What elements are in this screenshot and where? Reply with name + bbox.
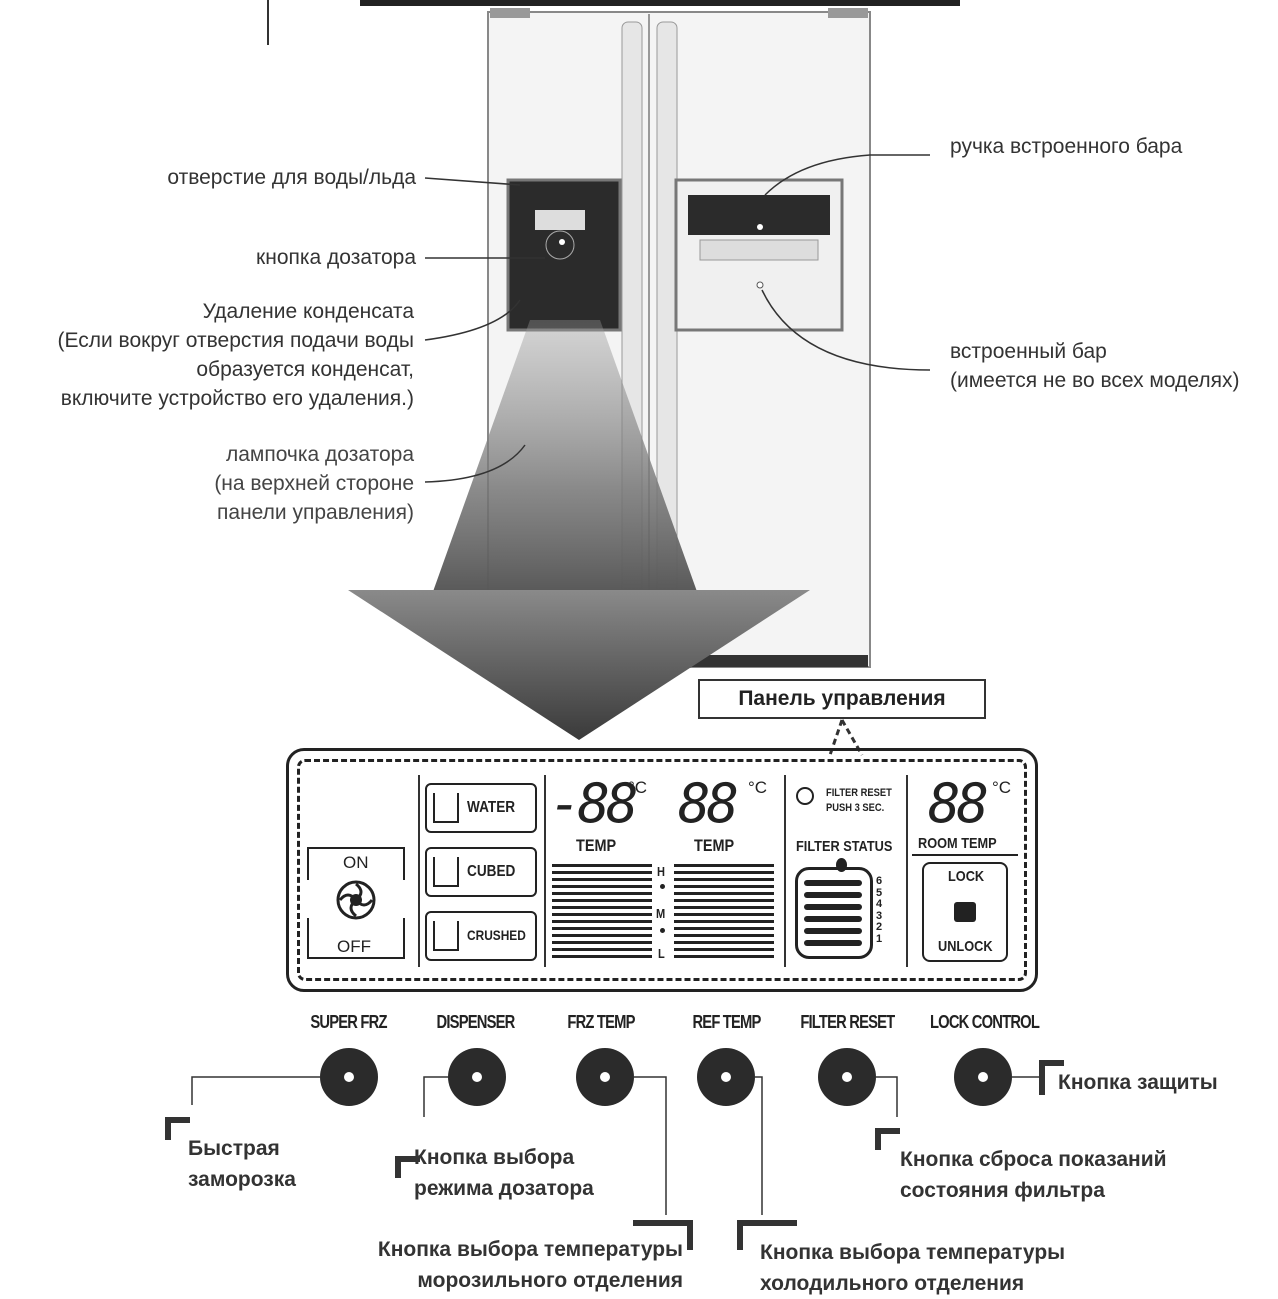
- lock-indicator: [922, 862, 1008, 962]
- lock-control-button[interactable]: [954, 1048, 1012, 1106]
- caption-super-frz: Быстрая заморозка: [188, 1137, 296, 1191]
- level-bar: [552, 892, 652, 895]
- on-label: ON: [343, 853, 369, 872]
- filter-level-numbers: 6 5 4 3 2 1: [876, 875, 883, 945]
- off-label: OFF: [337, 937, 371, 956]
- filter-status-label: FILTER STATUS: [796, 838, 893, 855]
- level-bar: [674, 899, 774, 902]
- room-deg: °C: [992, 778, 1012, 797]
- lock-label: LOCK: [948, 868, 985, 885]
- filter-reset-button-label: FILTER RESET: [800, 1012, 895, 1032]
- filter-reset-icon: [796, 787, 814, 805]
- level-bar: [552, 871, 652, 874]
- level-bar: [552, 899, 652, 902]
- level-bar: [674, 878, 774, 881]
- level-bar: [674, 927, 774, 930]
- level-bar: [674, 892, 774, 895]
- dispenser-button-label: DISPENSER: [436, 1012, 516, 1032]
- freezer-temp-label: TEMP: [576, 836, 617, 855]
- level-h: H: [657, 864, 665, 879]
- push-3-sec-text: PUSH 3 SEC.: [826, 802, 885, 814]
- water-drop-icon: [836, 858, 847, 872]
- level-bar: [674, 941, 774, 944]
- level-bar: [674, 864, 774, 867]
- filter-status-gauge: [795, 867, 873, 959]
- fridge-temp-label: TEMP: [694, 836, 735, 855]
- level-bar: [552, 913, 652, 916]
- filter-reset-button[interactable]: [818, 1048, 876, 1106]
- caption-filter-reset: Кнопка сброса показаний состояния фильтр…: [900, 1148, 1167, 1202]
- label-dispenser-lamp: лампочка дозатора (на верхней стороне па…: [214, 443, 414, 524]
- control-panel: [286, 748, 1038, 992]
- refrigerator-illustration: [267, 0, 960, 756]
- level-m: M: [656, 906, 666, 921]
- water-icon: [433, 793, 459, 823]
- freezer-display: -88: [549, 772, 639, 835]
- dispenser-button[interactable]: [448, 1048, 506, 1106]
- level-bar: [674, 913, 774, 916]
- fridge-display: 88: [678, 772, 739, 835]
- label-water-ice-outlet: отверстие для воды/льда: [167, 166, 416, 189]
- mode-crushed: CRUSHED: [425, 911, 537, 961]
- mode-water: WATER: [425, 783, 537, 833]
- level-bar: [552, 934, 652, 937]
- level-bar: [674, 920, 774, 923]
- super-freeze-indicator: [307, 847, 405, 959]
- level-bar: [552, 920, 652, 923]
- level-bar: [552, 955, 652, 958]
- level-bar: [552, 906, 652, 909]
- label-home-bar: встроенный бар (имеется не во всех модел…: [950, 340, 1240, 392]
- freezer-deg: °C: [628, 778, 648, 797]
- label-condensation-removal: Удаление конденсата (Если вокруг отверст…: [57, 300, 414, 410]
- level-l: L: [658, 946, 665, 961]
- filter-reset-text: FILTER RESET: [826, 787, 892, 799]
- button-leader-lines: [165, 1060, 1064, 1250]
- super-frz-button[interactable]: [320, 1048, 378, 1106]
- padlock-icon: [954, 902, 976, 922]
- level-bar: [674, 955, 774, 958]
- caption-ref-temp: Кнопка выбора температуры холодильного о…: [760, 1241, 1066, 1295]
- super-frz-button-label: SUPER FRZ: [310, 1012, 387, 1032]
- ref-temp-button[interactable]: [697, 1048, 755, 1106]
- unlock-label: UNLOCK: [938, 938, 993, 955]
- lock-control-button-label: LOCK CONTROL: [929, 1012, 1040, 1032]
- label-dispenser-button: кнопка дозатора: [256, 246, 416, 269]
- ice-cube-icon: [433, 857, 459, 887]
- frz-temp-button[interactable]: [576, 1048, 634, 1106]
- caption-lock: Кнопка защиты: [1058, 1071, 1218, 1094]
- level-bar: [552, 864, 652, 867]
- room-temp-display: 88: [928, 772, 989, 835]
- room-temp-label: ROOM TEMP: [918, 835, 997, 852]
- level-bar: [674, 906, 774, 909]
- level-bar: [674, 871, 774, 874]
- level-bar: [674, 934, 774, 937]
- crushed-ice-icon: [433, 921, 459, 951]
- level-bar: [674, 948, 774, 951]
- fridge-deg: °C: [748, 778, 768, 797]
- caption-dispenser: Кнопка выбора режима дозатора: [414, 1146, 594, 1200]
- level-bar: [552, 885, 652, 888]
- caption-frz-temp: Кнопка выбора температуры морозильного о…: [377, 1238, 683, 1292]
- ref-temp-button-label: REF TEMP: [692, 1012, 761, 1032]
- level-bar: [552, 941, 652, 944]
- frz-temp-button-label: FRZ TEMP: [567, 1012, 635, 1032]
- temperature-level-bars: [552, 864, 774, 958]
- control-panel-title: Панель управления: [698, 679, 986, 719]
- label-home-bar-handle: ручка встроенного бара: [950, 135, 1183, 158]
- level-bar: [552, 878, 652, 881]
- level-bar: [674, 885, 774, 888]
- mode-cubed: CUBED: [425, 847, 537, 897]
- level-bar: [552, 948, 652, 951]
- level-bar: [552, 927, 652, 930]
